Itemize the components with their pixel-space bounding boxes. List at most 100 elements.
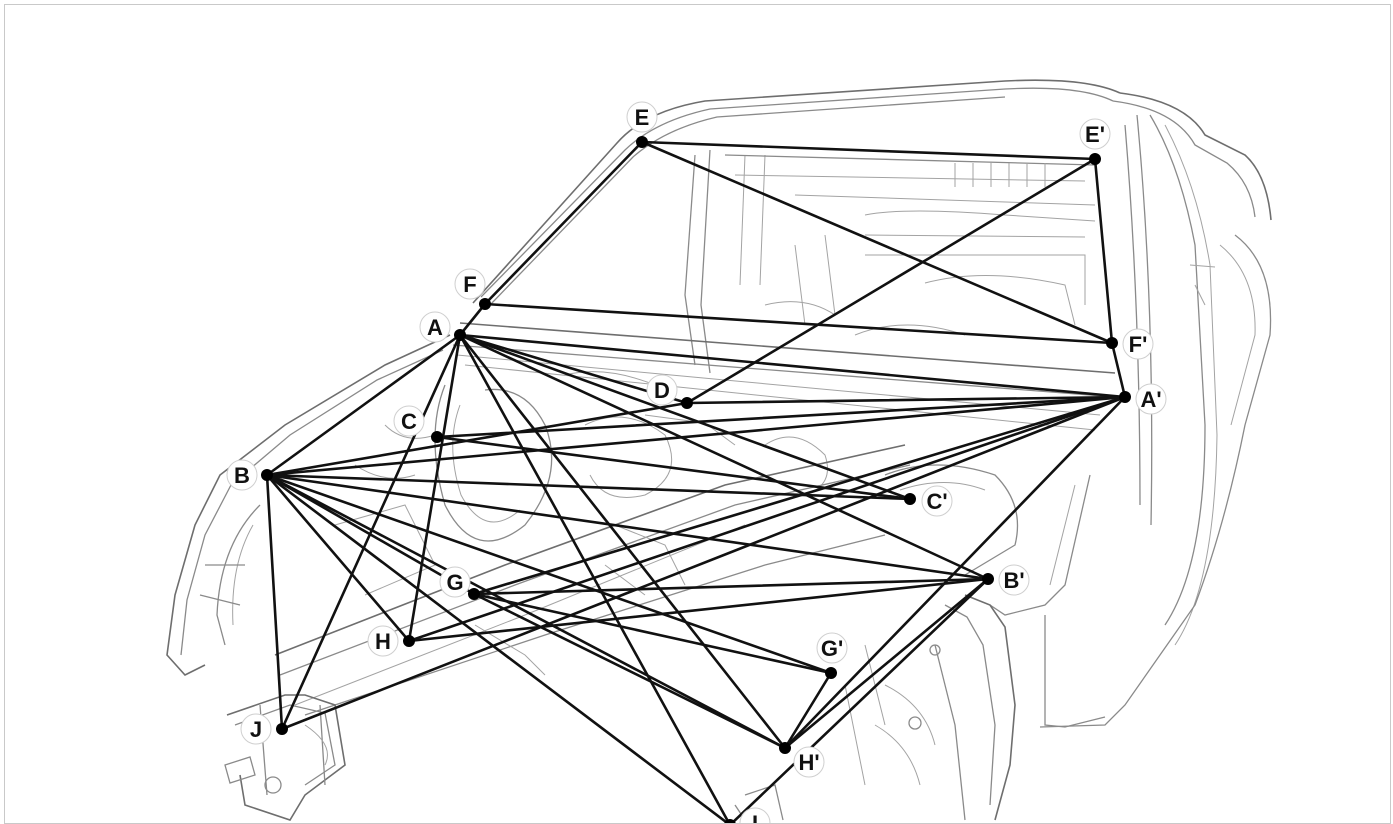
point-a-prime [1119,391,1131,403]
label-g-prime: G' [816,632,848,664]
line-b-prime-to-g [472,577,990,596]
line-a-to-f [458,302,487,337]
label-text: B' [1003,568,1024,593]
line-b-to-i [265,473,730,823]
label-b-prime: B' [998,564,1030,596]
label-badge [739,807,771,823]
line-a-to-a-prime [458,333,1127,399]
point-e [636,136,648,148]
label-text: C' [926,489,947,514]
diagram-frame: A A' B B' C C' D E E' F F' G G' H H' J I [4,4,1391,824]
label-badge [793,746,825,778]
label-text: G' [821,636,843,661]
line-a-to-j [280,333,462,731]
line-e-to-f-prime [640,140,1114,345]
line-a-to-c-prime [458,333,912,501]
point-j [276,723,288,735]
line-a-prime-to-h-prime [783,395,1127,750]
line-f-to-f-prime [483,302,1114,345]
label-badge [439,566,471,598]
point-g-prime [825,667,837,679]
point-b-prime [982,573,994,585]
label-badge [998,564,1030,596]
label-text: F [463,272,476,297]
line-b-prime-to-h-prime [783,577,990,750]
line-b-to-g-prime [265,473,833,675]
line-a-prime-to-b [265,395,1127,477]
label-i: I [739,807,771,824]
label-text: F' [1129,332,1148,357]
measurement-points [261,136,1131,823]
label-text: J [250,717,262,742]
label-a-prime: A' [1135,383,1167,415]
label-c: C [393,405,425,437]
line-a-prime-to-d [685,395,1127,405]
label-f-prime: F' [1122,328,1154,360]
line-e-to-e-prime [640,140,1097,161]
label-badge [454,268,486,300]
label-text: E' [1085,122,1105,147]
label-badge [1135,383,1167,415]
label-badge [1079,118,1111,150]
measurement-lines [265,140,1127,823]
label-badge [646,374,678,406]
label-text: I [752,811,758,824]
label-text: A [427,315,443,340]
point-a [454,329,466,341]
label-c-prime: C' [921,485,953,517]
label-g: G [439,566,471,598]
line-a-to-b-prime [458,333,990,581]
line-b-to-h [265,473,411,643]
line-a-prime-to-f-prime [1110,341,1127,399]
line-e-prime-to-f-prime [1093,157,1114,345]
point-h [403,635,415,647]
line-g-to-h-prime [472,592,787,750]
line-c-to-c-prime [435,435,912,501]
label-badge [816,632,848,664]
label-h-prime: H' [793,746,825,778]
line-g-prime-to-h-prime [783,671,833,750]
label-a: A [419,311,451,343]
line-b-prime-to-h [407,577,990,643]
label-e-prime: E' [1079,118,1111,150]
line-b-to-c-prime [265,473,912,501]
point-h-prime [779,742,791,754]
label-text: E [635,105,650,130]
point-f [479,298,491,310]
label-text: A' [1140,387,1161,412]
point-b [261,469,273,481]
label-text: H' [798,750,819,775]
label-badge [393,405,425,437]
line-a-prime-to-c [435,395,1127,439]
label-text: C [401,409,417,434]
point-g [468,588,480,600]
label-badge [921,485,953,517]
line-a-to-h-prime [458,333,787,750]
line-a-prime-to-j [280,395,1127,731]
label-text: D [654,378,670,403]
line-b-to-b-prime [265,473,990,581]
label-d: D [646,374,678,406]
point-labels: A A' B B' C C' D E E' F F' G G' H H' J I [226,101,1167,824]
point-f-prime [1106,337,1118,349]
line-g-to-g-prime [472,592,833,675]
car-body-illustration [166,79,1272,821]
point-e-prime [1089,153,1101,165]
line-b-to-d [265,401,689,477]
label-b: B [226,459,258,491]
label-j: J [240,713,272,745]
line-b-prime-to-i [730,577,990,823]
point-c-prime [904,493,916,505]
label-text: H [375,629,391,654]
label-text: B [234,463,250,488]
line-a-prime-to-h [407,395,1127,643]
label-h: H [367,625,399,657]
line-a-to-i [458,333,731,823]
label-badge [240,713,272,745]
label-badge [626,101,658,133]
point-c [431,431,443,443]
label-badge [419,311,451,343]
label-badge [1122,328,1154,360]
label-text: G [446,570,463,595]
line-b-to-j [265,473,284,731]
